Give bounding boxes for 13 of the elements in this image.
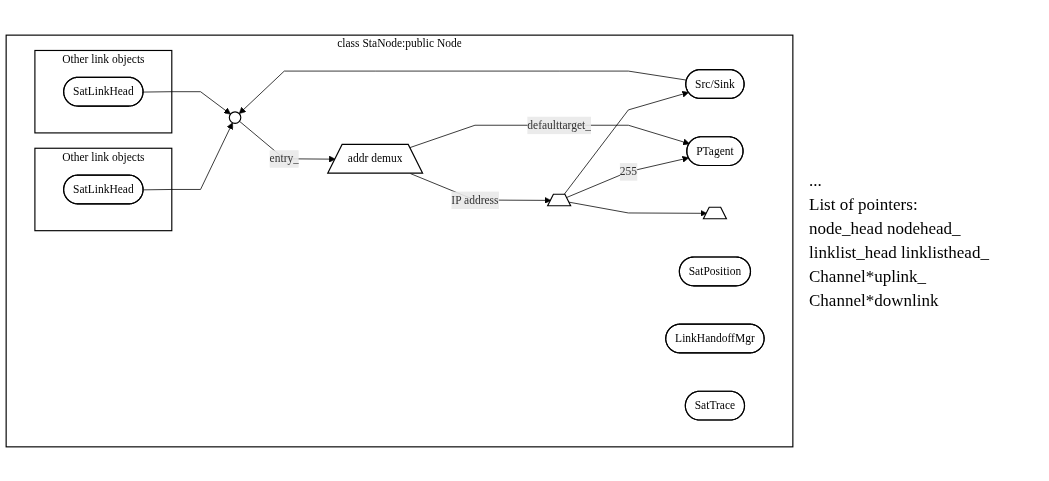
edge-label: entry_ <box>269 151 299 165</box>
edge-label: IP address <box>451 193 499 206</box>
ellipsis-text: ... <box>809 170 823 191</box>
edge-label: 255 <box>619 164 637 178</box>
pointer-list-text: linklist_head linklisthead_ <box>809 242 990 263</box>
pointer-list-text: List of pointers: <box>809 194 919 215</box>
node-trapezoid <box>546 193 572 206</box>
node-trapezoid <box>702 206 728 219</box>
pointer-list-text: node_head nodehead_ <box>809 218 962 239</box>
edge-label: defaulttarget_ <box>527 118 591 131</box>
pointer-list-text: Channel*uplink_ <box>809 266 928 287</box>
node-circle <box>228 110 242 124</box>
pointer-list-text: Channel*downlink <box>809 290 940 311</box>
